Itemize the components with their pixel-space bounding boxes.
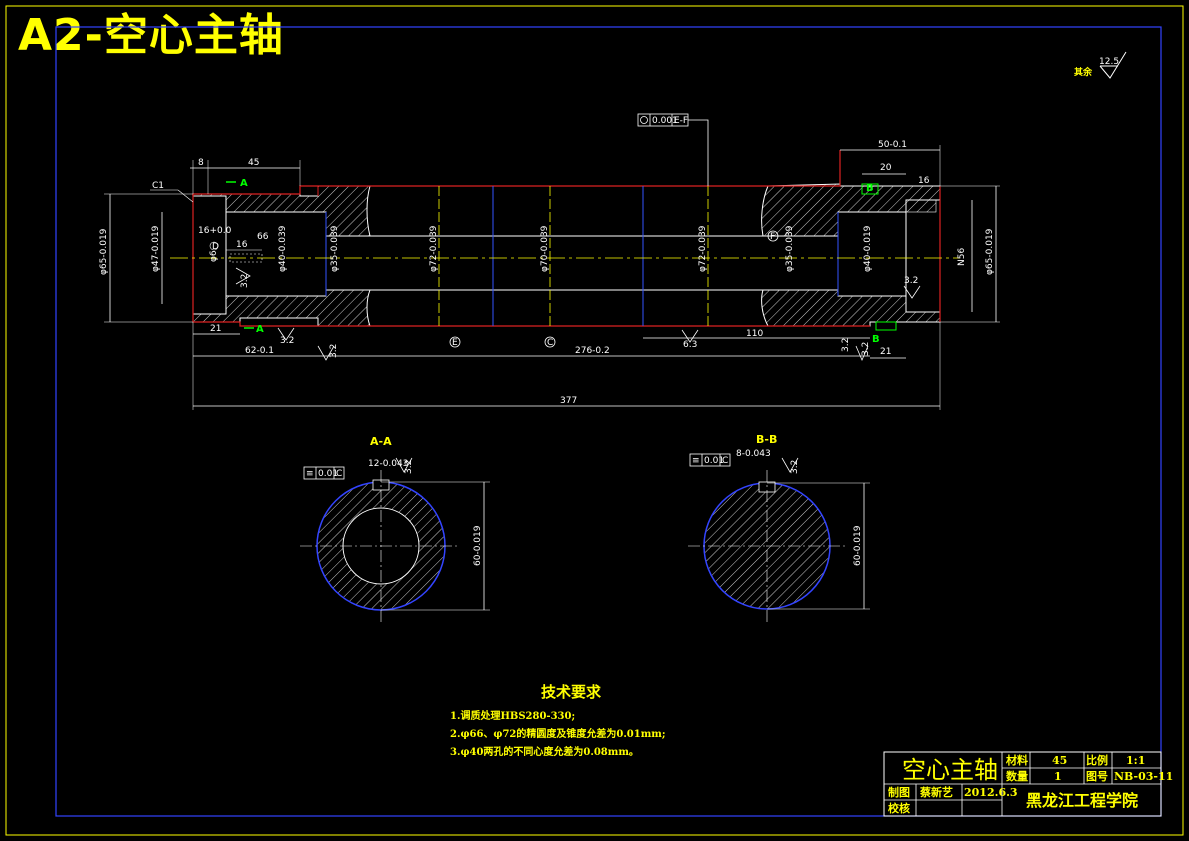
- tb-scale-label: 比例: [1086, 753, 1108, 767]
- title-block: 空心主轴 材料 45 比例 1:1 数量 1 图号 NB-03-11 制图 蔡新…: [883, 751, 1173, 817]
- dim-276: 276-0.2: [575, 346, 610, 356]
- tb-quantity-label: 数量: [1006, 769, 1028, 783]
- dim-phi40-left: φ40-0.039: [278, 225, 288, 272]
- roughness-bottom-right: 3.2: [861, 342, 871, 356]
- svg-text:≡: ≡: [306, 469, 314, 479]
- tb-part-name: 空心主轴: [902, 756, 998, 784]
- dim-inner-16-tol: 16+0.0: [198, 226, 232, 236]
- geom-tolerance-top: 0.001 E-F: [637, 113, 709, 186]
- dim-phi65-right: φ65-0.019: [985, 228, 995, 275]
- section-mark-b-bottom: B: [872, 334, 880, 345]
- tech-req-item-2: 2.φ66、φ72的精圆度及锥度允差为0.01mm;: [450, 727, 666, 740]
- section-aa-tolerance: ≡ 0.01 C: [303, 466, 345, 480]
- dim-110: 110: [746, 329, 763, 339]
- dim-phi65-left: φ65-0.019: [99, 228, 109, 275]
- tb-drawn-label: 制图: [888, 785, 910, 799]
- dim-phi47: φ47-0.019: [151, 225, 161, 272]
- dim-50: 50-0.1: [878, 140, 907, 150]
- tb-drawing-no-label: 图号: [1086, 770, 1108, 783]
- section-aa-tol-datum: C: [336, 469, 342, 479]
- dim-8: 8: [198, 158, 204, 168]
- shaft-outline-top: [192, 150, 841, 196]
- tech-req-title: 技术要求: [541, 683, 602, 701]
- dim-phi35-left: φ35-0.039: [330, 225, 340, 272]
- section-bb-label: B-B: [756, 433, 777, 446]
- tech-requirements: 技术要求 1.调质处理HBS280-330; 2.φ66、φ72的精圆度及锥度允…: [450, 683, 666, 758]
- dim-20: 20: [880, 163, 892, 173]
- dim-phi70: φ70-0.039: [540, 225, 550, 272]
- tb-school: 黑龙江工程学院: [1026, 791, 1138, 810]
- dim-377: 377: [560, 396, 577, 406]
- datum-c: C: [547, 338, 553, 348]
- dim-inner-16: 16: [236, 240, 248, 250]
- outer-frame: [5, 5, 1184, 836]
- main-view: φ65-0.019 φ47-0.019 φ40-0.039 φ35-0.039 …: [99, 113, 1000, 410]
- datum-f: F: [770, 232, 775, 242]
- section-b-b: B-B ≡ 0.01 C 8-0.043 3.2 60-0.019: [688, 433, 870, 622]
- roughness-left-bore: 3.2: [240, 274, 250, 288]
- tech-req-item-1: 1.调质处理HBS280-330;: [450, 709, 575, 722]
- tb-check-label: 校核: [888, 801, 910, 815]
- dim-inner-66: 66: [257, 232, 269, 242]
- section-a-a: A-A ≡ 0.01 C 12-0.043 3.2 60-0.019: [300, 435, 490, 622]
- roughness-rest-value: 12.5: [1099, 57, 1119, 67]
- section-bb-tolerance: ≡ 0.01 C: [689, 453, 731, 467]
- tb-drawn-by: 蔡新艺: [919, 785, 953, 799]
- section-bb-tol-datum: C: [722, 456, 728, 466]
- roughness-rest-label: 其余: [1074, 66, 1093, 78]
- dim-45: 45: [248, 158, 259, 168]
- datum-e: E: [452, 338, 458, 348]
- dim-21-left: 21: [210, 324, 221, 334]
- section-bb-roughness: 3.2: [790, 460, 800, 474]
- roughness-3-2-b: 3.2: [841, 338, 851, 352]
- dim-21-right: 21: [880, 347, 891, 357]
- section-mark-a-top: A: [240, 178, 248, 189]
- chamfer-c1: C1: [152, 181, 164, 191]
- section-aa-keyway: 12-0.043: [368, 459, 408, 469]
- svg-text:≡: ≡: [692, 456, 700, 466]
- tb-quantity-value: 1: [1054, 770, 1062, 783]
- hatch-bottom-right: [761, 289, 941, 327]
- dim-n56: N56: [957, 248, 967, 266]
- section-mark-a-bottom: A: [256, 324, 264, 335]
- datum-d: D: [212, 242, 219, 252]
- roughness-right-top: 3.2: [904, 276, 918, 286]
- tb-material-label: 材料: [1006, 753, 1028, 767]
- section-aa-label: A-A: [370, 435, 392, 448]
- dim-phi72-left: φ72-0.039: [429, 225, 439, 272]
- section-bb-keyway: 8-0.043: [736, 449, 771, 459]
- section-aa-roughness: 3.2: [404, 460, 414, 474]
- section-aa-diameter: 60-0.019: [473, 525, 483, 566]
- dim-phi40-right: φ40-0.019: [863, 225, 873, 272]
- shaft-outline-bottom: [193, 321, 870, 327]
- dim-phi35-right: φ35-0.039: [785, 225, 795, 272]
- roughness-6-3: 6.3: [683, 340, 697, 350]
- tb-scale-value: 1:1: [1126, 754, 1145, 767]
- dim-62: 62-0.1: [245, 346, 274, 356]
- tb-drawing-no-value: NB-03-11: [1114, 770, 1173, 783]
- tb-material-value: 45: [1052, 754, 1067, 767]
- sheet-title: A2-空心主轴: [18, 10, 284, 61]
- tb-date: 2012.6.3: [964, 786, 1018, 799]
- section-mark-b-top: B: [866, 183, 874, 194]
- tech-req-item-3: 3.φ40两孔的不同心度允差为0.08mm。: [450, 745, 639, 758]
- section-bb-diameter: 60-0.019: [853, 525, 863, 566]
- roughness-rest-symbol: 其余 12.5: [1074, 51, 1127, 79]
- hatch-bottom-left: [192, 289, 371, 327]
- dim-phi6: φ6: [209, 250, 219, 262]
- roughness-3-2-a: 3.2: [280, 336, 294, 346]
- section-bb-tol-value: 0.01: [704, 456, 724, 466]
- roughness-bottom-left: 3.2: [329, 344, 339, 358]
- inner-frame: [55, 26, 1162, 817]
- geom-tol-top-value: 0.001: [652, 116, 678, 126]
- dim-phi72-right: φ72-0.039: [698, 225, 708, 272]
- dim-16-top: 16: [918, 176, 930, 186]
- geom-tol-top-datum: E-F: [674, 116, 688, 126]
- section-aa-tol-value: 0.01: [318, 469, 338, 479]
